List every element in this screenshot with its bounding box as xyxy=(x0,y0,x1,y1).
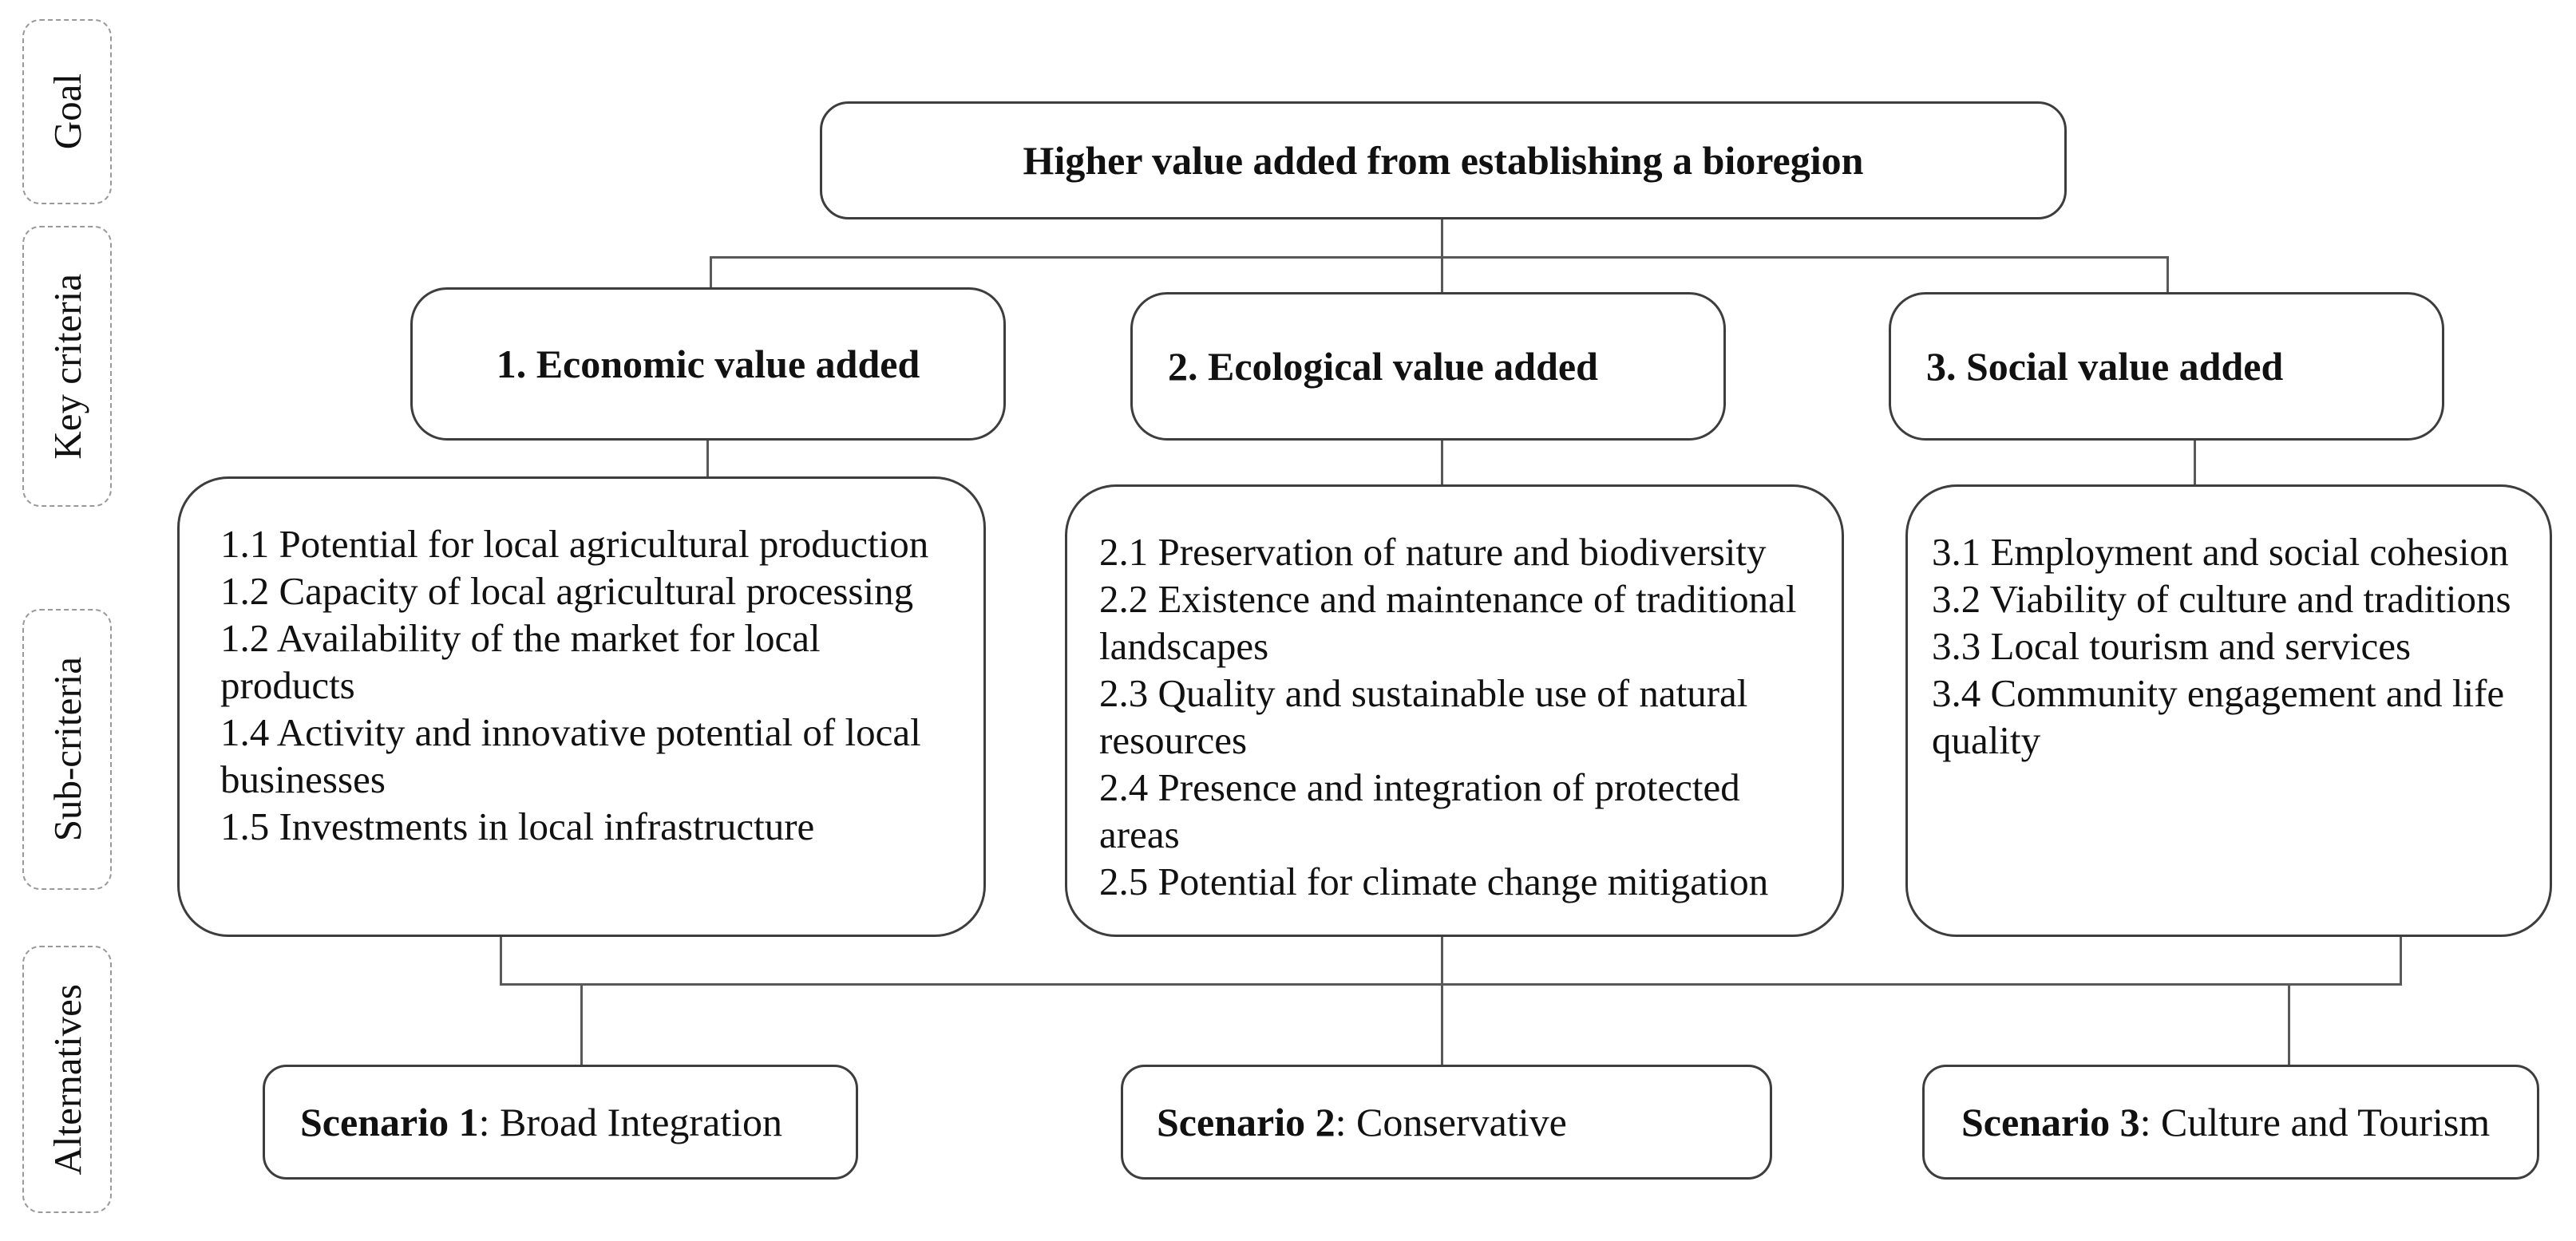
connector-sub3-stub xyxy=(2400,935,2402,986)
criterion-box-1: 1. Economic value added xyxy=(410,287,1006,441)
sub-criterion: 3.2 Viability of culture and traditions xyxy=(1932,577,2511,621)
sub-criterion: 1.1 Potential for local agricultural pro… xyxy=(220,522,929,566)
connector-drop-criterion-3 xyxy=(2166,256,2169,294)
connector-criterion3-sub3 xyxy=(2194,439,2196,487)
alternative-suffix-3: : Culture and Tourism xyxy=(2139,1100,2491,1144)
subcriteria-box-1: 1.1 Potential for local agricultural pro… xyxy=(177,476,986,937)
connector-bottom-bus xyxy=(500,983,2402,986)
sub-criterion: 1.2 Availability of the market for local… xyxy=(220,616,821,707)
row-label-sub-criteria: Sub-criteria xyxy=(22,609,112,890)
sub-criterion: 3.3 Local tourism and services xyxy=(1932,624,2412,668)
connector-drop-criterion-2 xyxy=(1441,256,1443,294)
alternative-suffix-1: : Broad Integration xyxy=(478,1100,783,1144)
alternative-prefix-2: Scenario 2 xyxy=(1157,1100,1335,1144)
alternative-box-1: Scenario 1: Broad Integration xyxy=(263,1065,858,1180)
alternative-box-3: Scenario 3: Culture and Tourism xyxy=(1922,1065,2539,1180)
goal-title: Higher value added from establishing a b… xyxy=(1023,138,1864,183)
row-label-alternatives: Alternatives xyxy=(22,946,112,1213)
alternative-box-2: Scenario 2: Conservative xyxy=(1121,1065,1772,1180)
criterion-title-3: 3. Social value added xyxy=(1926,344,2284,389)
sub-criterion: 1.2 Capacity of local agricultural proce… xyxy=(220,569,914,613)
connector-sub1-stub xyxy=(500,935,502,986)
alternative-label-1: Scenario 1: Broad Integration xyxy=(300,1099,782,1145)
criterion-box-2: 2. Ecological value added xyxy=(1130,292,1726,441)
alternative-suffix-2: : Conservative xyxy=(1335,1100,1567,1144)
connector-sub2-scenario2 xyxy=(1441,935,1443,1066)
connector-goal-down xyxy=(1441,219,1443,259)
connector-drop-criterion-1 xyxy=(710,256,712,290)
sub-criterion: 2.1 Preservation of nature and biodivers… xyxy=(1099,530,1767,574)
sub-criterion: 3.4 Community engagement and life qualit… xyxy=(1932,671,2505,762)
criterion-box-3: 3. Social value added xyxy=(1889,292,2444,441)
connector-criterion2-sub2 xyxy=(1441,439,1443,487)
sub-criterion: 3.1 Employment and social cohesion xyxy=(1932,530,2509,574)
row-label-sub-criteria-text: Sub-criteria xyxy=(45,657,89,842)
criterion-title-2: 2. Ecological value added xyxy=(1168,344,1598,389)
connector-criterion1-sub1 xyxy=(706,439,709,479)
row-label-key-criteria: Key criteria xyxy=(22,226,112,507)
sub-criterion: 1.4 Activity and innovative potential of… xyxy=(220,710,921,801)
row-label-goal: Goal xyxy=(22,19,112,204)
row-label-alternatives-text: Alternatives xyxy=(45,983,89,1176)
criterion-title-1: 1. Economic value added xyxy=(496,342,920,386)
alternative-label-3: Scenario 3: Culture and Tourism xyxy=(1961,1099,2490,1145)
connector-drop-scenario-1 xyxy=(580,983,583,1066)
alternative-label-2: Scenario 2: Conservative xyxy=(1157,1099,1567,1145)
subcriteria-box-3: 3.1 Employment and social cohesion 3.2 V… xyxy=(1905,484,2552,937)
subcriteria-box-2: 2.1 Preservation of nature and biodivers… xyxy=(1065,484,1844,937)
sub-criterion: 2.2 Existence and maintenance of traditi… xyxy=(1099,577,1797,668)
row-label-goal-text: Goal xyxy=(45,73,89,150)
sub-criterion: 2.4 Presence and integration of protecte… xyxy=(1099,765,1740,856)
goal-box: Higher value added from establishing a b… xyxy=(820,101,2067,219)
connector-drop-scenario-3 xyxy=(2288,983,2290,1066)
sub-criterion: 2.3 Quality and sustainable use of natur… xyxy=(1099,671,1748,762)
row-label-key-criteria-text: Key criteria xyxy=(45,273,89,460)
alternative-prefix-3: Scenario 3 xyxy=(1961,1100,2140,1144)
sub-criterion: 2.5 Potential for climate change mitigat… xyxy=(1099,860,1769,903)
alternative-prefix-1: Scenario 1 xyxy=(300,1100,479,1144)
sub-criterion: 1.5 Investments in local infrastructure xyxy=(220,804,815,848)
connector-top-bus xyxy=(710,256,2169,259)
